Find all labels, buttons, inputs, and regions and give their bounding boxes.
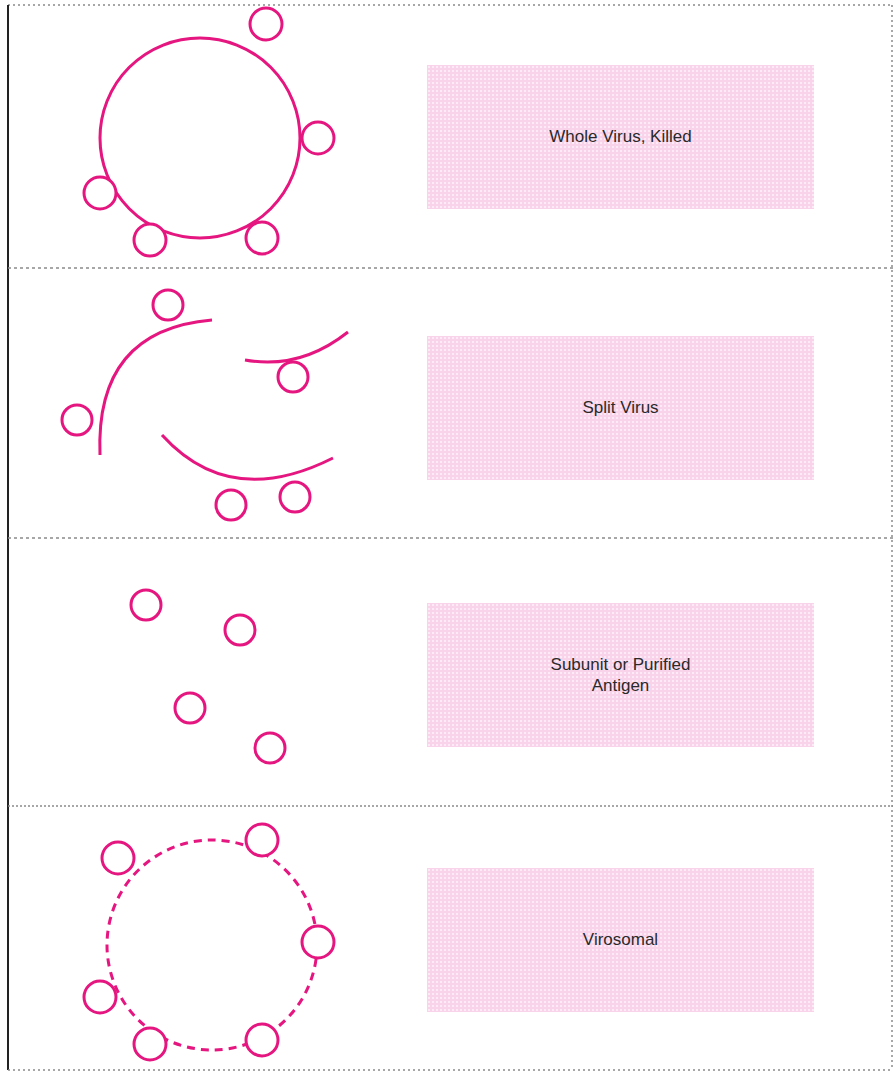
vaccine-type-label: Whole Virus, Killed [549,126,691,147]
vaccine-type-label: Split Virus [582,397,658,418]
vaccine-type-box: Whole Virus, Killed [427,65,814,209]
subunit-antigens [131,590,285,763]
vaccine-type-box: Subunit or Purified Antigen [427,603,814,747]
vaccine-type-box: Split Virus [427,336,814,480]
vaccine-type-box: Virosomal [427,868,814,1012]
whole-virus [84,8,334,256]
virosome [84,824,334,1060]
split-virus [62,290,348,520]
frame [8,5,893,1070]
vaccine-type-label: Virosomal [583,929,658,950]
vaccine-type-label: Subunit or Purified Antigen [546,654,696,697]
